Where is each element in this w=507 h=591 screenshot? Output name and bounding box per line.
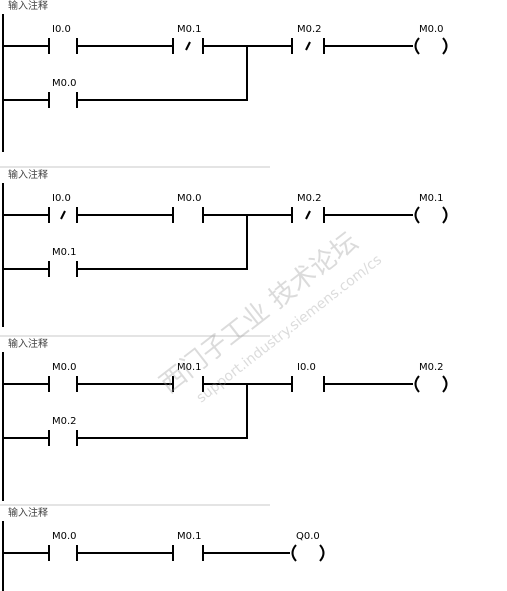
normally-open-contact[interactable]: I0.0 [247, 362, 325, 392]
coil-right-arc [442, 375, 448, 393]
coil-right-arc [442, 37, 448, 55]
contact-label: M0.2 [297, 24, 322, 35]
output-coil[interactable]: M0.1 [324, 193, 448, 224]
coil-label: Q0.0 [296, 531, 320, 542]
contact-label: M0.1 [177, 362, 202, 373]
network-4: 输入注释 M0.0 M0.1 Q0.0 [0, 504, 325, 591]
normally-open-contact[interactable]: M0.1 [3, 215, 248, 277]
contact-slash [185, 41, 191, 51]
coil-left-arc [414, 37, 420, 55]
output-coil[interactable]: M0.2 [324, 362, 448, 393]
normally-open-contact[interactable]: M0.1 [77, 362, 247, 392]
normally-open-contact[interactable]: M0.0 [3, 531, 78, 561]
contact-label: M0.1 [52, 247, 77, 258]
contact-label: M0.0 [52, 362, 77, 373]
watermark-title: 西门子工业 技术论坛 [154, 227, 363, 400]
normally-open-contact[interactable]: M0.1 [77, 531, 204, 561]
normally-closed-contact[interactable]: M0.2 [247, 24, 325, 54]
contact-label: M0.1 [177, 24, 202, 35]
coil-label: M0.0 [419, 24, 444, 35]
contact-label: I0.0 [52, 193, 71, 204]
normally-open-contact[interactable]: M0.0 [3, 46, 248, 108]
contact-slash [60, 210, 66, 220]
contact-label: M0.0 [52, 531, 77, 542]
coil-label: M0.2 [419, 362, 444, 373]
contact-label: M0.0 [52, 78, 77, 89]
coil-right-arc [319, 544, 325, 562]
normally-closed-contact[interactable]: M0.1 [77, 24, 247, 54]
normally-open-contact[interactable]: M0.0 [77, 193, 247, 223]
coil-label: M0.1 [419, 193, 444, 204]
normally-open-contact[interactable]: M0.2 [3, 384, 248, 446]
network-comment[interactable]: 输入注释 [8, 337, 48, 350]
network-comment[interactable]: 输入注释 [8, 168, 48, 181]
network-comment[interactable]: 输入注释 [8, 506, 48, 519]
normally-open-contact[interactable]: M0.0 [3, 362, 78, 392]
contact-label: I0.0 [297, 362, 316, 373]
coil-left-arc [414, 375, 420, 393]
normally-closed-contact[interactable]: M0.2 [247, 193, 325, 223]
normally-open-contact[interactable]: I0.0 [3, 24, 78, 54]
contact-label: I0.0 [52, 24, 71, 35]
watermark: 西门子工业 技术论坛support.industry.siemens.com/c… [154, 227, 384, 406]
contact-label: M0.2 [52, 416, 77, 427]
contact-slash [305, 41, 311, 51]
contact-slash [305, 210, 311, 220]
coil-left-arc [291, 544, 297, 562]
network-comment[interactable]: 输入注释 [8, 0, 48, 12]
coil-left-arc [414, 206, 420, 224]
output-coil[interactable]: Q0.0 [203, 531, 325, 562]
contact-label: M0.1 [177, 531, 202, 542]
coil-right-arc [442, 206, 448, 224]
contact-label: M0.2 [297, 193, 322, 204]
normally-closed-contact[interactable]: I0.0 [3, 193, 78, 223]
output-coil[interactable]: M0.0 [324, 24, 448, 55]
contact-label: M0.0 [177, 193, 202, 204]
